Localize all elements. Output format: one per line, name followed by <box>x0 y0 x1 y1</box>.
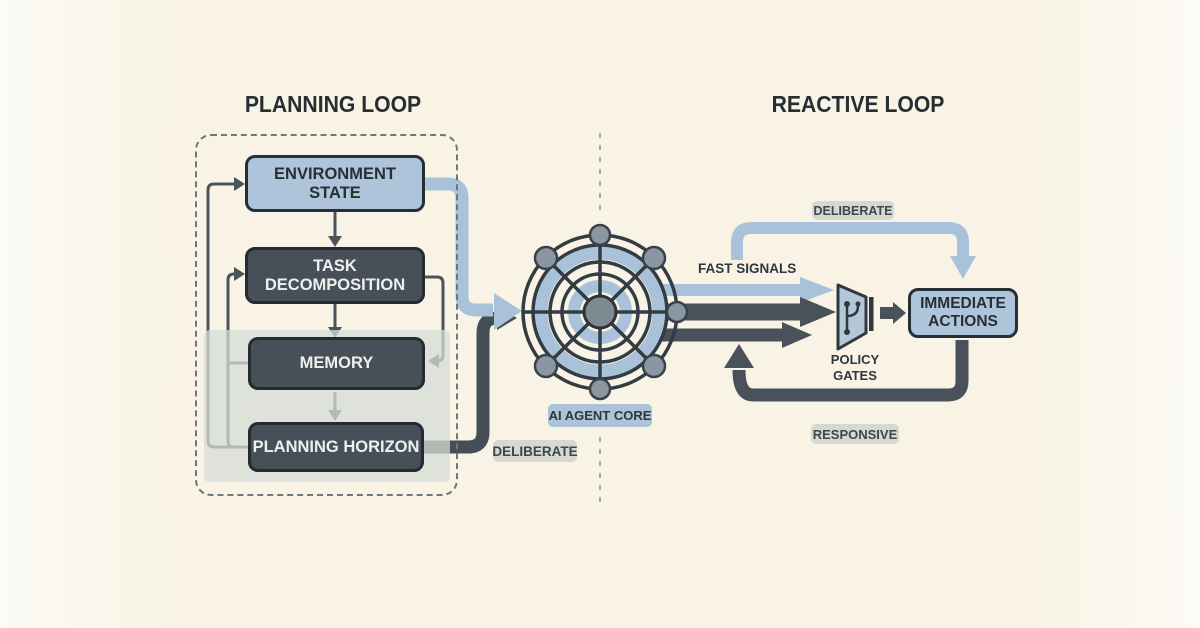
planning-horizon-box: PLANNING HORIZON <box>248 422 424 472</box>
memory-box: MEMORY <box>248 337 425 390</box>
environment-state-box: ENVIRONMENT STATE <box>245 155 425 212</box>
agent-core-hub-icon <box>521 223 689 401</box>
deliberate-loop-arrow <box>731 222 976 279</box>
responsive-path-label: RESPONSIVE <box>811 424 899 444</box>
fast-signals-label: FAST SIGNALS <box>698 261 797 276</box>
planning-loop-frame <box>195 134 458 496</box>
environment-to-core-pipe <box>425 177 522 330</box>
task-decomposition-box: TASK DECOMPOSITION <box>245 247 425 304</box>
policy-gates-label: POLICY GATES <box>830 352 880 383</box>
deliberate-path-label: DELIBERATE <box>812 201 894 220</box>
reactive-loop-title: REACTIVE LOOP <box>771 91 945 117</box>
gate-to-actions-arrow <box>880 302 906 324</box>
deliberate-mode-label-left: DELIBERATE <box>492 440 578 462</box>
immediate-actions-box: IMMEDIATE ACTIONS <box>908 288 1018 338</box>
planning-loop-title: PLANNING LOOP <box>244 91 422 117</box>
policy-gate-icon <box>836 283 874 351</box>
ai-agent-core-label: AI AGENT CORE <box>548 404 652 427</box>
responsive-loop-arrow <box>724 340 969 402</box>
